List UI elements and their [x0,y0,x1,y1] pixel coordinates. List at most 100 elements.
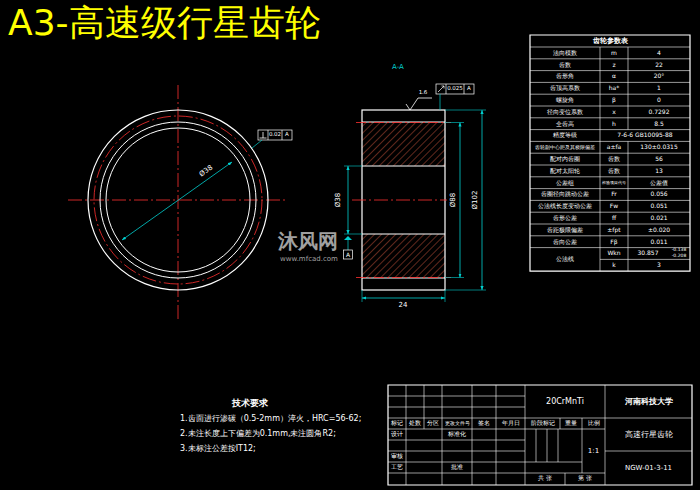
table-cell-box: 精度等级 [530,130,600,142]
title-block-cell: 共 张 [538,476,552,482]
runout-symbol [438,86,444,92]
table-cell-box: Fr [600,189,628,201]
title-block-cell-box: 设计 [388,429,406,440]
watermark-box: www.mfcad.com [278,254,340,264]
dimension-text-box: Ø88 [448,187,458,213]
title-block-cell-box: 标记 [388,418,406,429]
dimension-text: 1.6 [419,90,428,96]
table-cell: 30.857 [638,250,659,256]
table-cell-box: 齿形角 [530,71,600,83]
title-block-border [388,385,692,485]
table-cell-box: 1 [628,82,690,94]
table-cell-box: k [600,259,628,271]
dimension-text: Ø38 [335,193,342,207]
table-cell-box: a±fa [600,141,628,153]
table-cell-box: 齿数 [530,59,600,71]
table-cell: 22 [655,62,663,68]
title-block-cell-box: 高速行星齿轮 [605,418,692,451]
dimension-text-box: A [344,250,352,259]
table-grid [530,47,690,271]
table-cell-box: 齿向公差 [530,236,600,248]
section-hatch [362,234,445,278]
roughness-symbol [406,98,432,110]
rim-circle [106,128,250,272]
table-cell: 检验项目代号 [602,181,626,185]
table-cell: 20° [654,73,665,79]
table-border [530,35,690,271]
title-block-cell: 更改文件号 [445,421,470,426]
title-block-cell-box: 河南科技大学 [605,385,692,418]
table-cell-box: 22 [628,59,690,71]
watermark: 沐风网 [278,231,338,251]
table-cell-box: 8.5 [628,118,690,130]
table-cell: 螺旋角 [556,97,574,103]
title-block-cell-box: 签名 [472,418,496,429]
table-cell: 精度等级 [553,132,577,138]
table-cell: 齿轮副中心距及其极限偏差 [535,145,595,150]
extension-line [445,110,486,290]
table-cell: ±fpt [607,227,620,233]
title-block-cell-box: 20CrMnTi [525,385,605,418]
dimension-text: Ø88 [450,193,457,207]
table-cell: 4 [657,50,661,56]
table-cell: 56 [655,156,663,162]
title-block-cell: 分区 [427,421,439,427]
drawing-title: A3-高速级行星齿轮 [8,3,321,43]
dimension-text-box: Ø102 [470,187,480,213]
dimension-line [362,298,445,299]
table-cell-box: 齿数 [600,153,628,165]
table-cell: h [612,121,616,127]
dimension-text: 0.02 [269,132,281,138]
table-cell: Fr [611,191,616,197]
dimension-text: Ø102 [472,191,479,210]
table-cell: Wkn [607,250,620,256]
table-cell-box: -0.208 [668,254,690,260]
title-block-cell: 处数 [409,421,421,427]
table-cell-box: 检验项目代号 [600,177,628,189]
title-block-cell: NGW-01-3-11 [625,465,672,472]
table-cell-box: β [600,94,628,106]
table-cell: 8.5 [654,121,664,127]
center-line [352,200,447,201]
table-cell: 法向模数 [553,50,577,56]
table-cell-box: 齿轮副中心距及其极限偏差 [530,141,600,153]
dimension-text-box: 0.02 [268,130,282,140]
datum-triangle [344,236,352,240]
dimension-text: 24 [399,302,408,309]
table-cell-box: 公法线 [530,248,600,272]
table-cell: 3 [657,262,661,268]
technical-note-box: 1.齿面进行渗碳（0.5-2mm）淬火，HRC=56-62; [180,413,385,425]
table-cell-box: 20° [628,71,690,83]
table-cell-box: ±0.020 [628,224,690,236]
title-block-cell-box: 比例 [582,418,605,429]
table-cell-box: h [600,118,628,130]
table-cell-box: ha* [600,82,628,94]
title-block-cell: 阶段标记 [531,421,555,427]
diameter-dimension [122,162,232,240]
table-cell: ff [612,215,616,221]
table-cell-box: 0.7292 [628,106,690,118]
table-cell: 公法线 [556,256,574,262]
table-cell: 配对内齿圈 [550,156,580,162]
table-cell-box: 30.857 [628,248,668,260]
table-cell-box: 齿圈径向跳动公差 [530,189,600,201]
table-cell-box: 130±0.0315 [628,141,690,153]
dimension-line [348,166,349,234]
technical-note-box: 技术要求 [215,397,285,410]
dimension-text-box: A [464,84,474,94]
dimension-text-box: A [282,130,292,140]
title-block-cell: 第 张 [578,476,592,482]
table-cell-box: 56 [628,153,690,165]
dimension-line [482,110,483,290]
title-block-cell-box: 阶段标记 [525,418,560,429]
title-block-cell: 审核 [391,454,403,460]
table-cell: 齿形角 [556,73,574,79]
title-block-cell: 河南科技大学 [625,398,673,406]
table-cell-box: 径向变位系数 [530,106,600,118]
title-block-cell-box: 更改文件号 [442,418,472,429]
dimension-text-box: Ø38 [333,187,343,213]
technical-note-box: 2.未注长度上下偏差为0.1mm,未注圆角R2; [180,428,385,440]
table-cell-box: -0.138 [668,248,690,254]
table-cell-box: m [600,47,628,59]
table-cell: -0.138 [672,248,687,253]
